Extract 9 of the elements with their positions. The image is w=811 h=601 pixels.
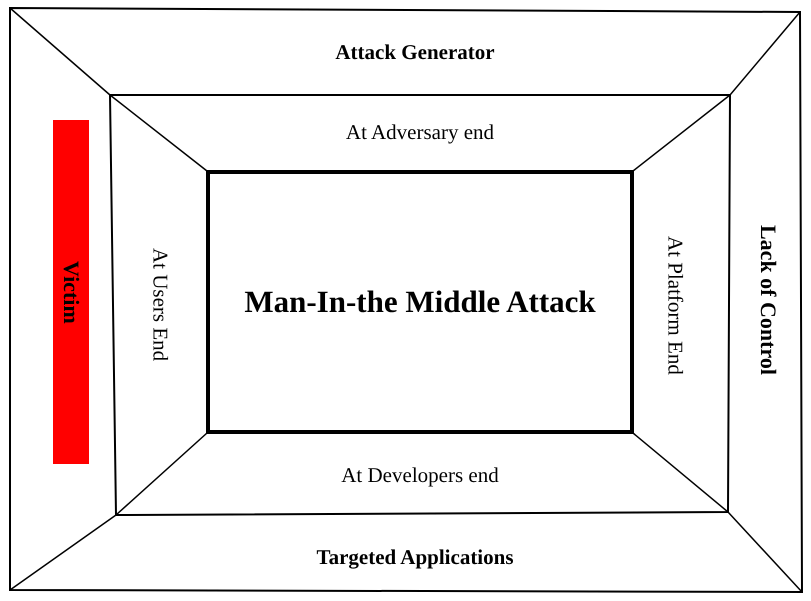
band-label: At Developers end — [230, 455, 610, 495]
band-label: At Adversary end — [230, 112, 610, 152]
band-label: At Platform End — [645, 180, 705, 430]
band-label: Attack Generator — [200, 30, 630, 74]
band-label: At Users End — [135, 180, 185, 430]
band-label: Lack of Control — [745, 150, 791, 450]
center-box: Man-In-the Middle Attack — [206, 170, 634, 434]
victim-bar: Victim — [53, 120, 89, 464]
band-label: Targeted Applications — [200, 535, 630, 579]
